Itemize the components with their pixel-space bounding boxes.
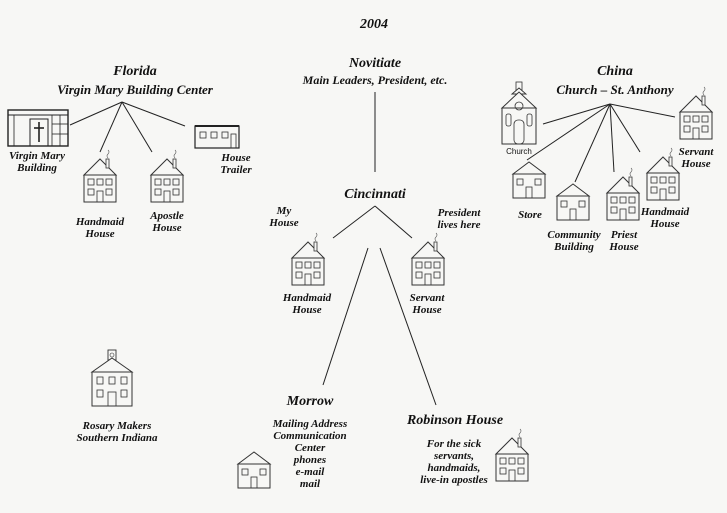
florida-virgin-mary-building-label: Virgin Mary Building xyxy=(9,150,65,174)
cincinnati-handmaid-house-label: Handmaid House xyxy=(282,292,332,316)
florida-apostle-house-icon xyxy=(150,149,184,203)
cincinnati-handmaid-house-icon xyxy=(291,232,325,286)
novitiate-subtitle: Main Leaders, President, etc. xyxy=(302,73,448,87)
cincinnati-my-house-label: My House xyxy=(269,205,299,229)
china-servant-house-label: Servant House xyxy=(678,146,714,170)
novitiate-title: Novitiate xyxy=(348,56,402,71)
morrow-details: Mailing Address Communication Center pho… xyxy=(272,418,348,490)
china-church-caption: Church xyxy=(506,147,532,156)
virgin-mary-building-icon xyxy=(7,109,69,147)
china-title: China xyxy=(597,64,633,79)
florida-handmaid-house-icon xyxy=(83,149,117,203)
robinson-house-details: For the sick servants, handmaids, live-i… xyxy=(420,438,488,486)
cincinnati-servant-house-icon xyxy=(411,232,445,286)
morrow-title: Morrow xyxy=(286,394,334,409)
florida-house-trailer-label: House Trailer xyxy=(220,152,252,176)
florida-apostle-house-label: Apostle House xyxy=(150,210,184,234)
china-priest-house-label: Priest House xyxy=(609,229,639,253)
church-icon xyxy=(500,81,538,145)
china-subtitle: Church – St. Anthony xyxy=(556,82,674,97)
year-label: 2004 xyxy=(360,17,388,32)
cincinnati-servant-house-label: Servant House xyxy=(409,292,445,316)
china-community-building-label: Community Building xyxy=(547,229,601,253)
florida-title: Florida xyxy=(113,64,157,79)
florida-subtitle: Virgin Mary Building Center xyxy=(57,82,213,97)
florida-handmaid-house-label: Handmaid House xyxy=(75,216,125,240)
cincinnati-president-note: President lives here xyxy=(437,207,481,231)
china-community-building-icon xyxy=(556,183,590,221)
cincinnati-title: Cincinnati xyxy=(344,187,406,202)
connector-lines xyxy=(69,92,676,406)
rosary-makers-label: Rosary Makers Southern Indiana xyxy=(76,420,158,444)
china-store-label: Store xyxy=(518,209,542,221)
rosary-makers-building-icon xyxy=(90,349,134,407)
china-store-icon xyxy=(512,161,546,199)
china-handmaid-house-label: Handmaid House xyxy=(640,206,690,230)
house-trailer-icon xyxy=(194,125,240,149)
robinson-house-title: Robinson House xyxy=(406,413,504,428)
